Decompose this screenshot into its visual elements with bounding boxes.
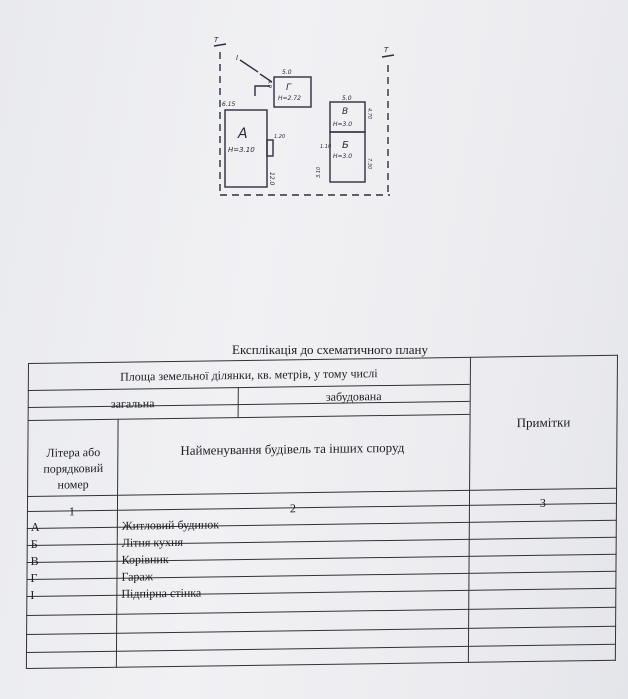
leader-line-i-2 <box>259 73 273 83</box>
total-label: загальна <box>110 396 155 411</box>
t-marker-right <box>381 54 395 58</box>
row-letter: А <box>30 519 40 534</box>
v-letter: В <box>342 107 348 117</box>
table-border-bottom <box>25 659 616 670</box>
notes-header: Примітки <box>516 414 571 431</box>
row-letter: Г <box>30 570 38 585</box>
row-name: Гараж <box>121 569 154 584</box>
row-line <box>25 643 616 654</box>
building-b <box>329 131 366 183</box>
row-line <box>26 587 617 598</box>
a-top-dim: 6.15 <box>222 101 236 108</box>
b-side-dim: 7.30 <box>366 158 372 169</box>
row-line <box>26 536 617 547</box>
row-line <box>26 625 617 636</box>
col-num-3: 3 <box>539 495 547 510</box>
col-1-header: Літера або порядковий номер <box>43 444 104 492</box>
row-line <box>26 553 617 564</box>
col-num-1: 1 <box>68 504 76 519</box>
v-top-dim: 5.0 <box>342 95 352 102</box>
leader-line-i <box>239 59 259 73</box>
col-num-2: 2 <box>289 501 297 516</box>
porch <box>266 139 274 157</box>
b-letter: Б <box>342 140 349 151</box>
v-side-dim: 4.70 <box>366 108 372 119</box>
row-name: Літня кухня <box>121 534 184 550</box>
g-letter: Г <box>286 83 292 93</box>
g-left-dim: 4.9 <box>266 80 272 88</box>
built-label: забудована <box>325 389 382 404</box>
retaining-wall-i <box>254 85 270 96</box>
document-title: Експлікація до схематичного плану <box>232 342 428 357</box>
explication-table: Площа земельної ділянки, кв. метрів, у т… <box>25 354 622 673</box>
a-height: H=3.10 <box>228 146 255 154</box>
header-line-3 <box>27 413 470 422</box>
b-height: H=3.0 <box>333 153 352 160</box>
row-name: Корівник <box>121 552 169 567</box>
row-letter: Б <box>30 536 38 551</box>
col-2-header: Найменування будівель та інших споруд <box>180 439 405 458</box>
g-height: H=2.72 <box>278 95 301 102</box>
small-dim-1: 1.20 <box>274 134 285 140</box>
small-dim-2: 1.10 <box>320 144 331 150</box>
t-label-left: T <box>214 36 219 44</box>
t-marker-left <box>213 43 227 47</box>
a-letter: А <box>237 126 248 142</box>
i-label: I <box>236 54 238 62</box>
schematic-plan-drawing: T T I 6.15 А H=3.10 12.0 1.20 5.0 4.9 Г … <box>213 36 395 196</box>
row-letter: В <box>30 553 39 568</box>
row-name: Житловий будинок <box>121 517 220 533</box>
row-name: Підпірна стінка <box>121 585 202 601</box>
row-line <box>26 519 617 530</box>
v-height: H=3.0 <box>333 121 352 128</box>
area-header: Площа земельної ділянки, кв. метрів, у т… <box>120 366 378 384</box>
a-side-dim: 12.0 <box>268 172 275 186</box>
schematic-plan: T T I 6.15 А H=3.10 12.0 1.20 5.0 4.9 Г … <box>200 30 420 210</box>
row-line <box>26 570 617 581</box>
g-top-dim: 5.0 <box>282 69 292 76</box>
row-line <box>26 606 617 617</box>
row-letter: І <box>30 587 35 602</box>
building-g <box>273 76 312 108</box>
b-left-dim: 3.10 <box>316 167 322 178</box>
t-label-right: T <box>384 46 389 54</box>
